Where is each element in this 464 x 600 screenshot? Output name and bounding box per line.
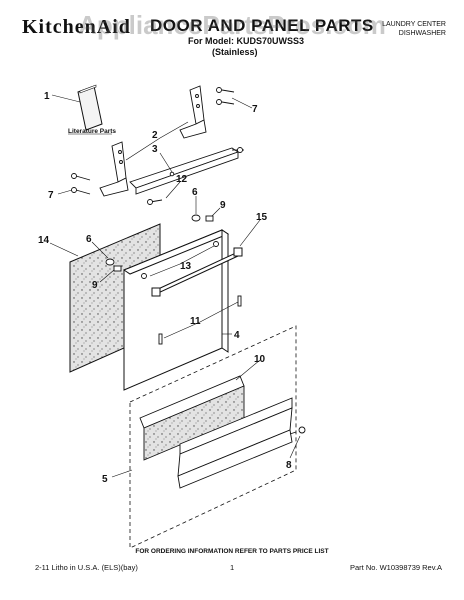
callout-11: 11 (190, 316, 201, 327)
callout-8: 8 (286, 460, 292, 471)
callout-1: 1 (44, 91, 50, 102)
callout-2: 2 (152, 130, 158, 141)
toe-kick-panel (177, 397, 293, 489)
watermark: AppliancePartsPros.com (78, 10, 386, 40)
model-variant: (Stainless) (212, 47, 258, 57)
literature-booklet: Literature Parts (68, 84, 116, 135)
toe-panel-dashed-outline (129, 325, 297, 549)
leader-lines (49, 94, 301, 478)
screw-set-13 (141, 241, 219, 279)
callout-6-left: 6 (86, 234, 92, 245)
page-title: DOOR AND PANEL PARTS (150, 16, 374, 35)
callout-15: 15 (256, 212, 268, 223)
callout-13: 13 (180, 261, 192, 272)
literature-parts-label: Literature Parts (68, 128, 116, 135)
callout-9-upper: 9 (220, 200, 226, 211)
callout-12: 12 (176, 174, 188, 185)
callout-10: 10 (254, 354, 266, 365)
model-line: For Model: KUDS70UWSS3 (188, 36, 305, 46)
hinge-rail (129, 147, 239, 195)
footer-page-number: 1 (230, 563, 235, 572)
fastener-12 (147, 199, 163, 205)
header-right-block: LAUNDRY CENTER DISHWASHER (382, 20, 446, 38)
callout-9-left: 9 (92, 280, 98, 291)
screw-set-upper (216, 87, 244, 153)
callout-7-upper: 7 (252, 104, 258, 115)
screw-set-left (71, 173, 91, 195)
header-right-line2: DISHWASHER (398, 30, 446, 37)
callout-7-left: 7 (48, 190, 54, 201)
ordering-note: FOR ORDERING INFORMATION REFER TO PARTS … (135, 548, 329, 555)
callout-14: 14 (38, 235, 50, 246)
hinge-bracket-left (99, 141, 129, 197)
spacer-bushing-6 (105, 214, 201, 266)
clip-9 (113, 215, 214, 272)
brand-logo: KitchenAid (22, 16, 131, 38)
callout-3: 3 (152, 144, 158, 155)
screw-8 (289, 426, 306, 435)
header-right-line1: LAUNDRY CENTER (382, 21, 446, 28)
insulation-strip (139, 375, 245, 461)
hinge-bracket-right (179, 85, 207, 139)
footer-litho: 2-11 Litho in U.S.A. (ELS)(bay) (35, 563, 138, 572)
callout-5: 5 (102, 474, 108, 485)
screw-set-11 (158, 295, 242, 345)
callout-6-upper: 6 (192, 187, 198, 198)
outer-door-panel (122, 229, 230, 391)
callout-4: 4 (234, 330, 240, 341)
door-handle (151, 247, 243, 297)
footer-part-number: Part No. W10398739 Rev.A (350, 563, 442, 572)
